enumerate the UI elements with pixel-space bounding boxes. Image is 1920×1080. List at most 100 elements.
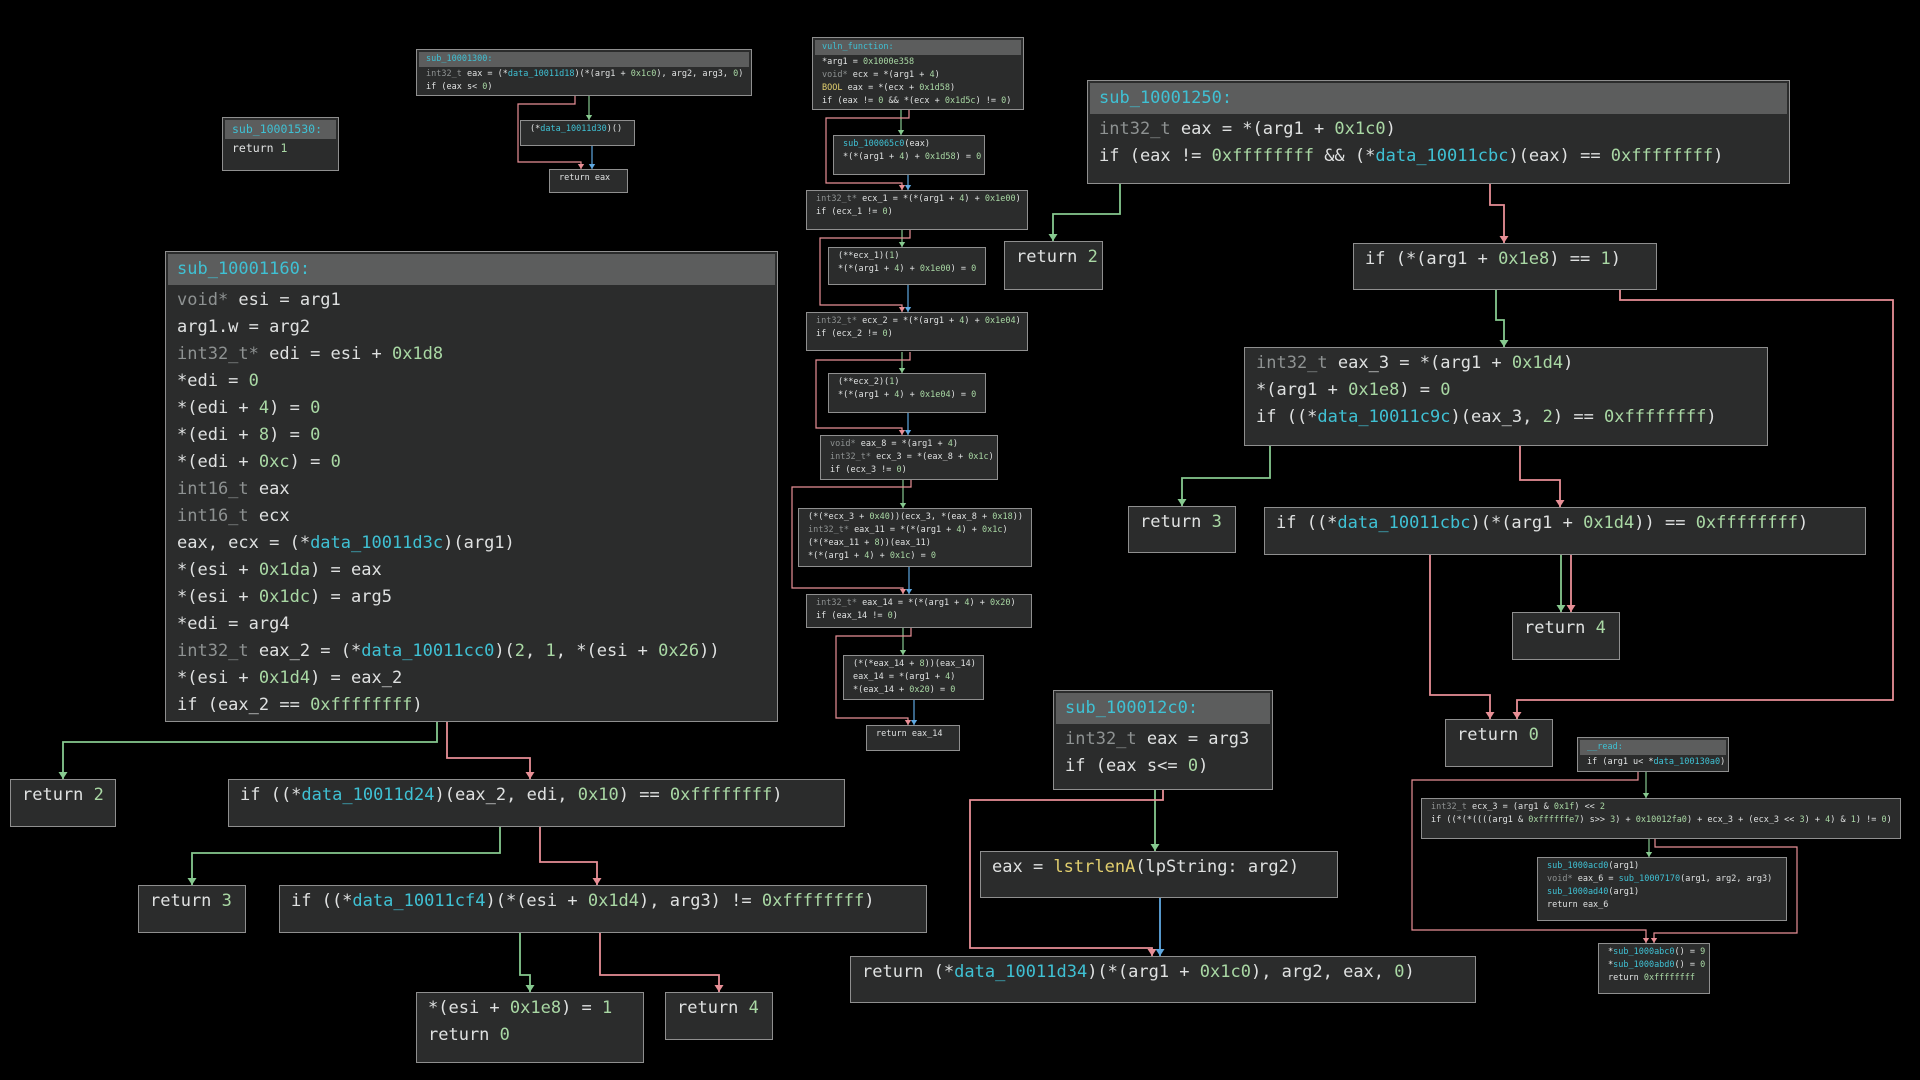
code-line: int32_t eax_2 = (*data_10011cc0)(2, 1, *…	[177, 641, 720, 661]
edge-arrowhead-icon	[1499, 236, 1509, 243]
basic-block-vuln-b3[interactable]: int32_t* ecx_1 = *(*(arg1 + 4) + 0x1e00)…	[806, 190, 1028, 230]
code-line: (*(*eax_11 + 8))(eax_11)	[808, 538, 931, 548]
edge-arrowhead-icon	[1485, 712, 1495, 719]
basic-block-vuln-b5[interactable]: int32_t* ecx_2 = *(*(arg1 + 4) + 0x1e04)…	[806, 312, 1028, 351]
basic-block-1160-if3[interactable]: if ((*data_10011cf4)(*(esi + 0x1d4), arg…	[279, 885, 927, 933]
code-line: BOOL eax = *(ecx + 0x1d58)	[822, 83, 956, 93]
code-line: if (eax s<= 0)	[1065, 756, 1209, 776]
code-line: *(edi + 4) = 0	[177, 398, 321, 418]
edge-arrowhead-icon	[1155, 949, 1165, 956]
edge-arrowhead-icon	[1048, 234, 1058, 241]
basic-block-1250-if2[interactable]: if (*(arg1 + 0x1e8) == 1)	[1353, 243, 1657, 290]
basic-block-1160-ret4[interactable]: return 4	[665, 992, 773, 1040]
basic-block-1250-if4[interactable]: if ((*data_10011cbc)(*(arg1 + 0x1d4)) ==…	[1264, 507, 1866, 555]
code-line: *(*(arg1 + 4) + 0x1e04) = 0	[838, 390, 977, 400]
code-line: int32_t ecx_3 = (arg1 & 0x1f) << 2	[1431, 802, 1606, 812]
basic-block-sub_100012c0-entry[interactable]: sub_100012c0: int32_t eax = arg3 if (eax s…	[1053, 690, 1273, 790]
code-line: *(esi + 0x1e8) = 1	[428, 998, 613, 1018]
block-header-sub_10001530: sub_10001530:	[225, 120, 336, 139]
code-line: *(*(arg1 + 4) + 0x1e00) = 0	[838, 264, 977, 274]
basic-block-1250-b3[interactable]: int32_t eax_3 = *(arg1 + 0x1d4)*(arg1 + …	[1244, 347, 1768, 446]
code-line: return eax_6	[1547, 900, 1609, 910]
true-branch-edge	[62, 722, 438, 779]
basic-block-12c0-call[interactable]: eax = lstrlenA(lpString: arg2)	[980, 851, 1338, 898]
edge-arrowhead-icon	[592, 878, 602, 885]
edge-arrowhead-icon	[1150, 844, 1160, 851]
basic-block-vuln-b4[interactable]: (**ecx_1)(1) *(*(arg1 + 4) + 0x1e00) = 0	[828, 247, 986, 285]
basic-block-sub_10001530[interactable]: sub_10001530:return 1	[222, 117, 339, 171]
edge-arrowhead-icon	[58, 772, 68, 779]
code-line: *sub_1000abc0() = 9	[1608, 947, 1706, 957]
code-line: eax = lstrlenA(lpString: arg2)	[992, 857, 1300, 877]
code-line: return 1	[232, 141, 288, 155]
code-line: int32_t* ecx_3 = *(eax_8 + 0x1c)	[830, 452, 994, 462]
code-line: if (arg1 u< *data_100130a0)	[1587, 757, 1726, 767]
basic-block-vuln-b9[interactable]: int32_t* eax_14 = *(*(arg1 + 4) + 0x20) i…	[806, 594, 1032, 628]
code-line: (**ecx_1)(1)	[838, 251, 900, 261]
code-line: sub_1000ad40(arg1)	[1547, 887, 1640, 897]
code-line: *(edi + 0xc) = 0	[177, 452, 341, 472]
basic-block-1250-ret3[interactable]: return 3	[1128, 506, 1236, 553]
false-branch-edge	[599, 933, 720, 992]
code-line: if (*(arg1 + 0x1e8) == 1)	[1365, 249, 1621, 269]
code-line: int32_t* eax_11 = *(*(arg1 + 4) + 0x1c)	[808, 525, 1008, 535]
code-line: return 2	[1016, 247, 1098, 267]
code-line: (**ecx_2)(1)	[838, 377, 900, 387]
code-line: if (eax s< 0)	[426, 82, 493, 92]
basic-block-1160-b4[interactable]: *(esi + 0x1e8) = 1 return 0	[416, 992, 644, 1063]
basic-block-sub_10001300-call[interactable]: (*data_10011d30)()	[520, 120, 635, 146]
basic-block-1250-ret2[interactable]: return 2	[1004, 241, 1103, 290]
basic-block-sub_10001300-ret[interactable]: return eax	[549, 169, 628, 193]
code-line: return 0	[1457, 725, 1539, 745]
edge-arrowhead-icon	[714, 985, 724, 992]
basic-block-1160-if2[interactable]: if ((*data_10011d24)(eax_2, edi, 0x10) =…	[228, 779, 845, 827]
code-line: *(esi + 0x1dc) = arg5	[177, 587, 392, 607]
basic-block-vuln-b2[interactable]: sub_100065c0(eax)*(*(arg1 + 4) + 0x1d58)…	[833, 135, 985, 175]
basic-block-sub_10001300-entry[interactable]: sub_10001300:int32_t eax = (*data_10011d…	[416, 49, 752, 96]
code-line: return eax_14	[876, 729, 943, 739]
code-line: int16_t ecx	[177, 506, 290, 526]
block-header-read-entry: __read:	[1580, 740, 1726, 755]
true-branch-edge	[191, 827, 501, 885]
basic-block-1160-ret2[interactable]: return 2	[10, 779, 116, 827]
code-line: int32_t* eax_14 = *(*(arg1 + 4) + 0x20)	[816, 598, 1016, 608]
basic-block-read-entry[interactable]: __read:if (arg1 u< *data_100130a0)	[1577, 737, 1729, 772]
code-line: void* eax_8 = *(arg1 + 4)	[830, 439, 958, 449]
edge-arrowhead-icon	[1512, 712, 1522, 719]
code-line: eax_14 = *(arg1 + 4)	[853, 672, 956, 682]
code-line: int32_t eax = arg3	[1065, 729, 1250, 749]
basic-block-vuln-b8[interactable]: (*(*ecx_3 + 0x40))(ecx_3, *(eax_8 + 0x18…	[798, 508, 1032, 567]
code-line: *edi = arg4	[177, 614, 290, 634]
basic-block-read-b3[interactable]: sub_1000acd0(arg1)void* eax_6 = sub_1000…	[1537, 857, 1787, 921]
code-line: *sub_1000abd0() = 0	[1608, 960, 1706, 970]
code-line: if (eax != 0xffffffff && (*data_10011cbc…	[1099, 146, 1724, 166]
basic-block-vuln-b10[interactable]: (*(*eax_14 + 8))(eax_14)eax_14 = *(arg1 …	[843, 655, 984, 700]
basic-block-vuln-ret[interactable]: return eax_14	[866, 725, 960, 751]
edge-arrowhead-icon	[1556, 605, 1566, 612]
code-line: if (eax != 0 && *(ecx + 0x1d5c) != 0)	[822, 96, 1012, 106]
basic-block-sub_10001250-entry[interactable]: sub_10001250:int32_t eax = *(arg1 + 0x1c…	[1087, 80, 1790, 184]
block-header-sub_100012c0-entry: sub_100012c0:	[1056, 693, 1270, 724]
code-line: if ((*data_10011c9c)(eax_3, 2) == 0xffff…	[1256, 407, 1717, 427]
false-branch-edge	[1489, 184, 1505, 243]
code-line: if (eax_2 == 0xffffffff)	[177, 695, 423, 715]
code-line: int32_t eax = (*data_10011d18)(*(arg1 + …	[426, 69, 744, 79]
basic-block-1250-ret0[interactable]: return 0	[1445, 719, 1553, 767]
code-line: void* esi = arg1	[177, 290, 341, 310]
code-line: return 0	[428, 1025, 510, 1045]
basic-block-12c0-ret[interactable]: return (*data_10011d34)(*(arg1 + 0x1c0),…	[850, 956, 1476, 1003]
basic-block-read-b2[interactable]: int32_t ecx_3 = (arg1 & 0x1f) << 2 if ((*…	[1421, 798, 1901, 839]
code-line: int32_t* edi = esi + 0x1d8	[177, 344, 444, 364]
basic-block-1160-ret3[interactable]: return 3	[138, 885, 246, 933]
code-line: if ((*data_10011d24)(eax_2, edi, 0x10) =…	[240, 785, 783, 805]
code-line: if (eax_14 != 0)	[816, 611, 898, 621]
basic-block-vuln-b6[interactable]: (**ecx_2)(1) *(*(arg1 + 4) + 0x1e04) = 0	[828, 373, 986, 413]
basic-block-1250-ret4[interactable]: return 4	[1512, 612, 1620, 660]
code-line: return eax	[559, 173, 611, 183]
basic-block-vuln-b7[interactable]: void* eax_8 = *(arg1 + 4) int32_t* ecx_3 …	[820, 435, 998, 480]
code-line: if ((*(*((((arg1 & 0xffffffe7) s>> 3) + …	[1431, 815, 1892, 825]
